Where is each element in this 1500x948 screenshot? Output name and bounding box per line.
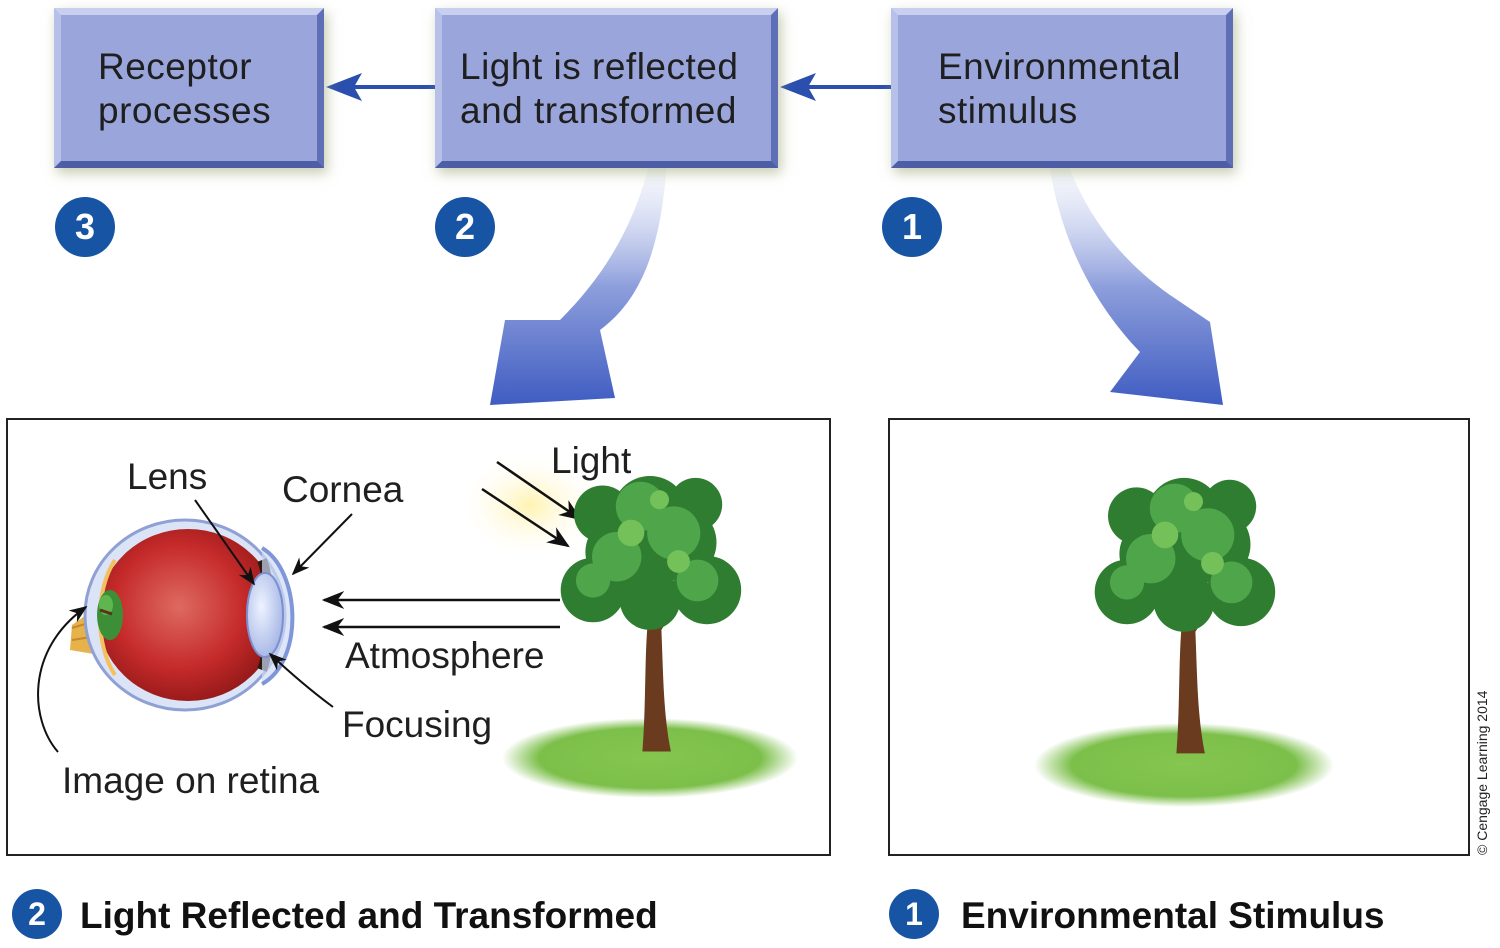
step-box-light-reflected: Light is reflected and transformed [435, 8, 778, 168]
flow-arrow-2-to-3 [326, 73, 436, 101]
light-rays [481, 460, 582, 548]
label-atmosphere: Atmosphere [345, 635, 545, 676]
label-focusing: Focusing [342, 704, 493, 745]
grass-right [1034, 723, 1334, 807]
label-pointers [37, 499, 353, 753]
step-box-line-2: processes [98, 90, 272, 131]
step-badge-3: 3 [55, 197, 115, 257]
step-badge-1: 1 [882, 197, 942, 257]
caption-environmental-stimulus: Environmental Stimulus [961, 895, 1385, 936]
label-cornea: Cornea [282, 469, 404, 510]
step-box-line-1: Light is reflected [460, 46, 739, 87]
curved-arrow-to-left-panel [490, 140, 668, 405]
eye-icon [70, 518, 295, 712]
caption-light-reflected: Light Reflected and Transformed [80, 895, 658, 936]
step-badge-2: 2 [435, 197, 495, 257]
caption-badge-2: 2 [12, 889, 62, 939]
copyright-notice: © Cengage Learning 2014 [1474, 690, 1490, 855]
step-box-line-2: stimulus [938, 90, 1078, 131]
label-image-on-retina: Image on retina [62, 760, 320, 801]
step-box-environmental-stimulus: Environmental stimulus [891, 8, 1233, 168]
step-box-line-1: Environmental [938, 46, 1182, 87]
flow-arrow-1-to-2 [780, 73, 892, 101]
atmosphere-arrows [321, 591, 560, 636]
left-panel-frame [6, 418, 831, 856]
step-box-receptor-processes: Receptor processes [54, 8, 324, 168]
caption-badge-1: 1 [889, 889, 939, 939]
step-box-line-2: and transformed [460, 90, 737, 131]
label-light: Light [551, 440, 632, 481]
grass-left [502, 718, 798, 798]
label-lens: Lens [127, 456, 208, 497]
right-panel-frame [888, 418, 1470, 856]
step-box-line-1: Receptor [98, 46, 253, 87]
curved-arrow-to-right-panel [1046, 140, 1223, 405]
